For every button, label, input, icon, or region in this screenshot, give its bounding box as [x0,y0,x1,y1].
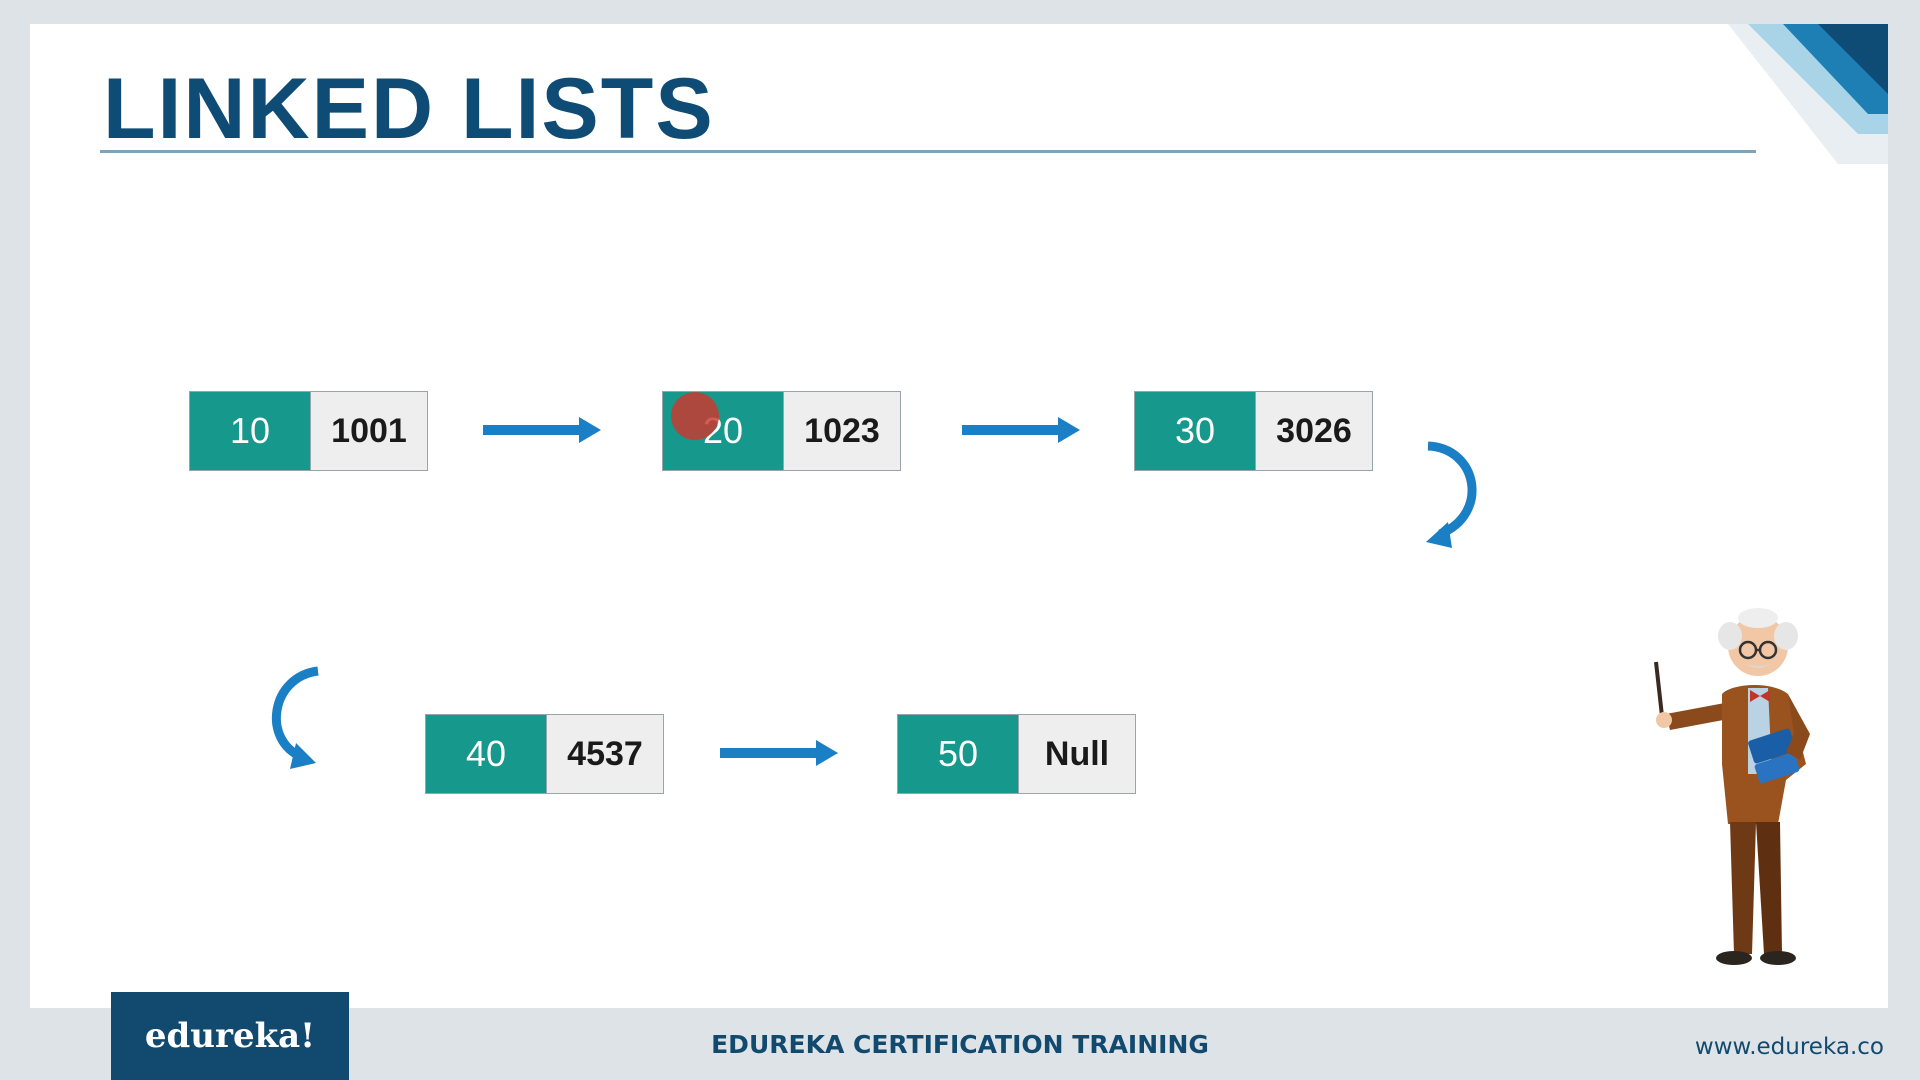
list-node-1: 10 1001 [189,391,428,471]
node-data: 10 [190,392,310,470]
node-next-pointer: Null [1018,715,1135,793]
list-node-2: 20 1023 [662,391,901,471]
slide-title: LINKED LISTS [103,61,715,157]
node-next-pointer: 4537 [546,715,663,793]
node-data: 30 [1135,392,1255,470]
arrow-right-icon [962,417,1080,443]
arrow-right-icon [483,417,601,443]
list-node-5: 50 Null [897,714,1136,794]
node-data: 50 [898,715,1018,793]
pointer-highlight [671,392,719,440]
list-node-4: 40 4537 [425,714,664,794]
slide-canvas: LINKED LISTS 10 1001 20 1023 30 3026 40 [30,24,1888,1008]
node-next-pointer: 1001 [310,392,427,470]
node-next-pointer: 3026 [1255,392,1372,470]
node-data: 40 [426,715,546,793]
list-node-3: 30 3026 [1134,391,1373,471]
corner-decoration [1728,24,1888,164]
professor-illustration [1654,608,1810,965]
curved-arrow-down-icon [1426,441,1477,548]
curved-arrow-left-icon [272,666,319,769]
arrow-right-icon [720,740,838,766]
node-next-pointer: 1023 [783,392,900,470]
footer-url[interactable]: www.edureka.co [1694,1034,1884,1060]
edureka-logo: edureka! [111,992,349,1080]
title-underline [100,150,1756,153]
footer-title: EDUREKA CERTIFICATION TRAINING [711,1030,1209,1059]
